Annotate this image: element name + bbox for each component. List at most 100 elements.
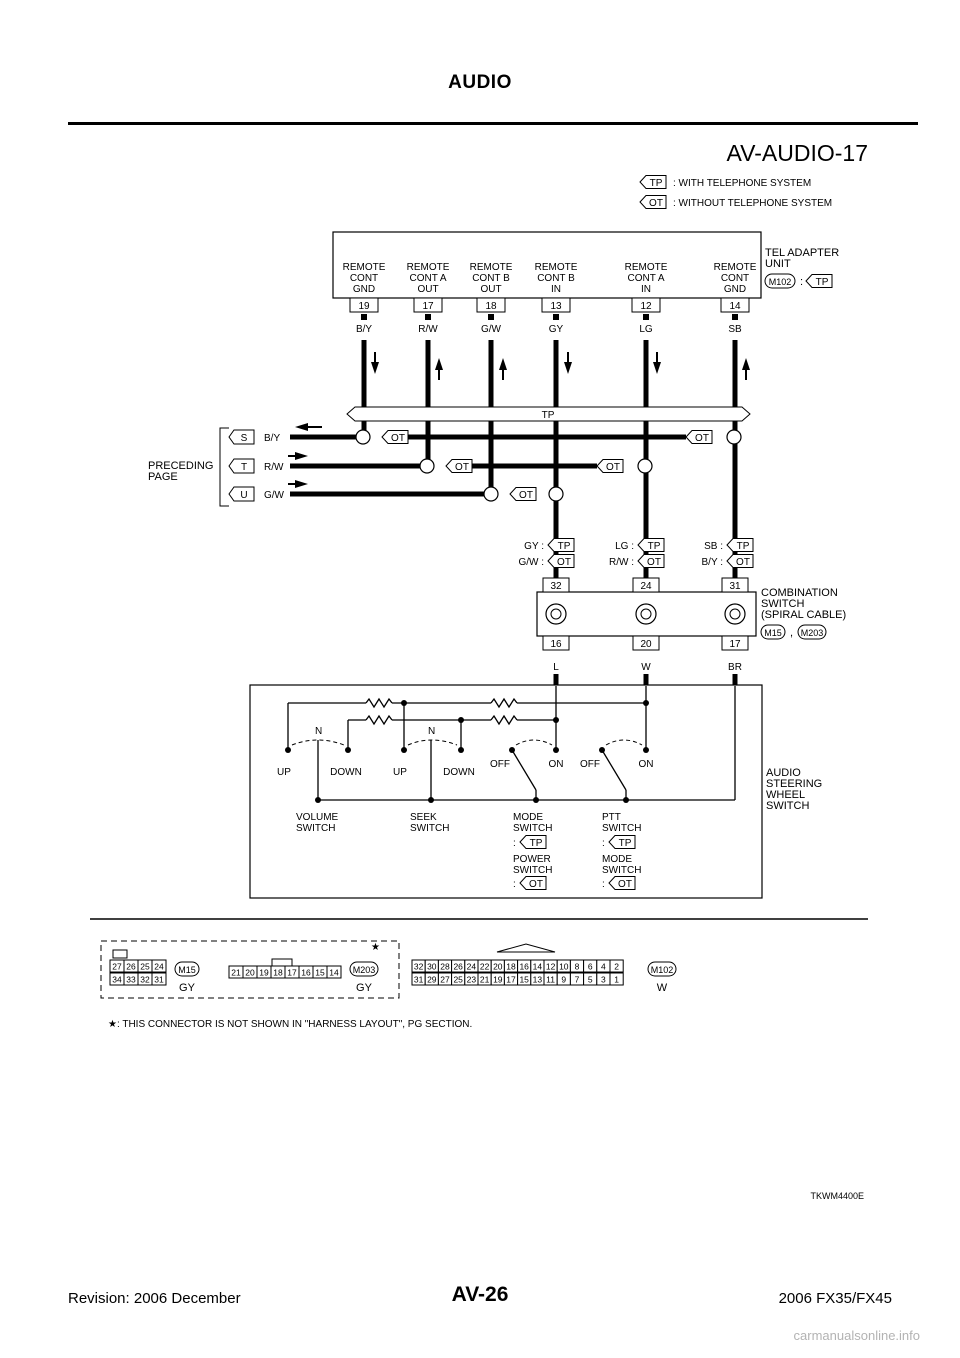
pin-stub [553,314,559,320]
m102-pin-number: 28 [440,962,450,972]
tel-adapter-variant-tag [805,274,833,288]
page-ref-wire-color: R/W [264,462,284,473]
ot-tag-text: OT [618,879,632,890]
signal-arrow-down [564,362,572,374]
tel-adapter-wire-color: R/W [418,324,438,335]
seek-switch-label: SWITCH [410,823,449,834]
m102-pin-number: 3 [601,975,606,985]
junction-dot [643,747,649,753]
signal-arrow-down [371,362,379,374]
m102-pin [609,972,624,986]
ot-tag-text: OT [529,879,543,890]
spiral-cable-coil-inner [640,608,652,620]
footer-model: 2006 FX35/FX45 [778,1290,892,1307]
signal-arrow-left [295,423,308,431]
m102-pin-number: 14 [533,962,543,972]
power-switch-label: SWITCH [513,865,552,876]
tel-adapter-terminal-label: CONT A [627,273,664,284]
splice-open-circle [726,429,742,445]
m102-pin-number: 11 [546,975,555,985]
combination-bottom-pin-number: 16 [550,639,562,650]
m203-connector-tag [349,961,379,977]
tel-adapter-wire-color: G/W [481,324,502,335]
hidden-connector-group [100,940,400,999]
signal-arrow-right [295,480,308,488]
pin-stub [643,314,649,320]
tel-adapter-pin-number: 13 [550,301,562,312]
ptt-switch-label: PTT [602,812,621,823]
m203-pin-number: 16 [301,968,311,978]
audio-steering-switch-label: SWITCH [766,800,809,812]
switch-travel-arc [605,739,643,746]
tel-adapter-pin-box [476,297,506,313]
m102-pin-number: 20 [493,962,503,972]
m102-pin-number: 16 [519,962,529,972]
m102-pin-number: 8 [575,962,580,972]
tp-tag [726,538,754,552]
footer-page-number: AV-26 [451,1283,509,1306]
tel-adapter-wire-color: LG [639,324,653,335]
legend-tp-tag [639,175,667,189]
signal-arrow-up [435,358,443,370]
watermark: carmanualsonline.info [793,1328,920,1343]
m203-pin-number: 15 [315,968,325,978]
pin-stub [732,314,738,320]
page-title: AUDIO [448,72,512,93]
tel-adapter-terminal-label: REMOTE [407,262,450,273]
combination-top-pin-box [632,577,660,593]
combination-bottom-pin-box [721,635,749,651]
tel-adapter-terminal-label: REMOTE [714,262,757,273]
tel-adapter-pin-number: 18 [485,301,497,312]
ot-tag [726,554,754,568]
junction-dot [533,797,539,803]
tel-adapter-terminal-label: CONT [350,273,378,284]
junction-dot [345,747,351,753]
tel-adapter-pin-number: 17 [422,301,434,312]
combination-switch-sep: , [790,627,793,639]
audio-steering-switch-label: AUDIO [766,767,801,779]
switch-position-down: DOWN [330,767,362,778]
junction-dot [315,797,321,803]
page-ref-id: T [241,462,247,473]
resistor [490,697,518,709]
variant-wire-color-ot: B/Y : [702,557,724,568]
switch-neutral-label: N [315,726,322,737]
connector-key [271,958,293,967]
switch-circuit [511,749,537,791]
signal-arrow-right [295,452,308,460]
ot-tag-text: OT [695,433,709,444]
ot-tag [685,430,713,444]
tel-adapter-terminal-label: CONT B [472,273,510,284]
ot-tag-text: OT [455,462,469,473]
m15-connector-tag [174,961,200,977]
m203-pin-number: 14 [329,968,339,978]
m15-color: GY [179,982,196,994]
switch-circuit [601,749,627,791]
tel-adapter-pin-box [720,297,750,313]
m102-pin-number: 9 [561,975,566,985]
m102-pin-number: 2 [614,962,619,972]
junction-dot [285,747,291,753]
switch-travel-arc [407,739,458,746]
splice-open-circle [637,458,653,474]
ot-tag [608,876,636,890]
m203-color: GY [356,982,373,994]
combination-switch-connector-tag-text: M203 [801,628,824,638]
seek-switch-label: SEEK [410,812,437,823]
ptt-switch-label: SWITCH [602,823,641,834]
combination-switch-connector-tag [760,624,786,640]
tp-tag-text: TP [530,838,543,849]
tel-adapter-terminal-label: OUT [480,284,501,295]
m15-pin [151,972,167,986]
tp-tag [637,538,665,552]
tel-adapter-pin-box [541,297,571,313]
m102-pin-number: 23 [467,975,477,985]
m203-pin-number: 19 [259,968,269,978]
combination-bottom-wire-color: BR [728,662,742,673]
ot-tag [637,554,665,568]
tel-adapter-terminal-label: CONT B [537,273,575,284]
ot-tag-text: OT [606,462,620,473]
tel-adapter-wire-color: B/Y [356,324,372,335]
pin-stub [361,314,367,320]
tp-tag [547,538,575,552]
